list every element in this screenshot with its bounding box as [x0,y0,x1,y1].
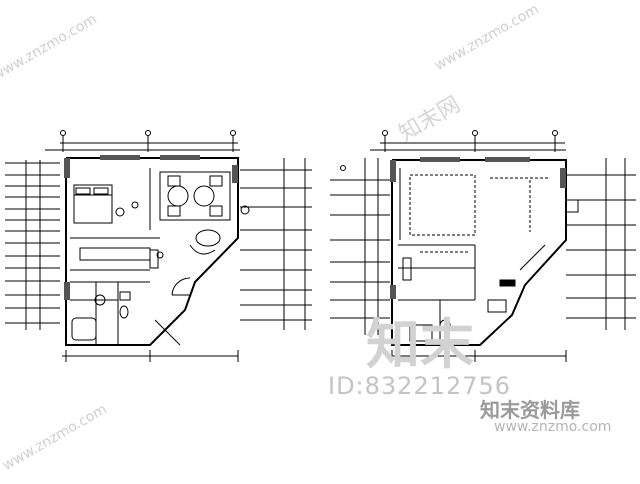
right-left-ticks [330,158,390,335]
left-right-ticks [240,158,312,330]
left-lounge-chair [189,229,221,255]
right-wall-hatch [390,157,566,299]
right-fixtures [402,199,579,342]
left-floor-plan [5,130,312,362]
left-wall-hatch [64,155,238,300]
left-dimension-ticks [5,160,60,330]
left-sofa-cluster [159,171,231,221]
right-walls [391,159,567,346]
right-floor-plan [330,130,636,362]
left-bed [73,184,113,224]
right-axis-markers [370,130,566,152]
left-bathroom [71,291,131,341]
left-bottom-dim [62,350,239,362]
right-bottom-dim [390,350,567,362]
right-ceiling-lines [409,174,550,253]
left-counter [79,247,159,269]
left-axis-markers [45,130,240,152]
right-partitions [398,168,546,345]
right-right-ticks [566,158,636,330]
left-entry-door [154,277,191,346]
left-plants [115,201,250,259]
